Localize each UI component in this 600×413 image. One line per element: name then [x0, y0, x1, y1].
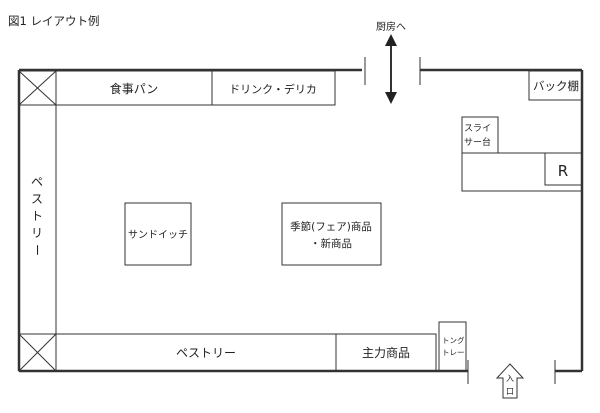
island-sandwich — [124, 202, 192, 266]
label-slicer-line1: スライ — [464, 123, 491, 134]
label-entrance-top: 入 — [506, 374, 514, 383]
label-pastry-bottom: ペストリー — [176, 346, 236, 360]
corner-x-line — [18, 333, 57, 372]
label-kitchen: 厨房へ — [376, 20, 406, 33]
label-pastry-side: ペストリー — [30, 175, 44, 256]
back-shelf — [528, 70, 583, 101]
label-tong-tray-line1: トング — [442, 335, 465, 345]
label-seasonal-line1: 季節(フェア)商品 — [290, 220, 372, 233]
label-back-shelf: バック棚 — [533, 79, 579, 93]
label-sandwich: サンドイッチ — [128, 229, 188, 241]
shelf-drinks-deli — [211, 70, 336, 106]
entrance-arrow-icon — [495, 363, 525, 399]
label-pastry-side-char: ス — [31, 192, 43, 206]
shelf-main-products — [335, 333, 437, 372]
label-seasonal-line2: ・新商品 — [310, 237, 352, 250]
register-box — [544, 152, 583, 186]
label-pastry-side-char: リ — [31, 226, 43, 240]
figure-caption: 図1 レイアウト例 — [8, 14, 99, 28]
kitchen-arrow-up-icon — [385, 34, 397, 46]
label-tong-tray-line2: トレー — [442, 348, 465, 357]
label-register: R — [558, 162, 568, 180]
label-pastry-side-char: ト — [31, 209, 43, 223]
label-pastry-side-char: ー — [30, 244, 44, 256]
label-pastry-side-char: ペ — [31, 175, 43, 189]
shelf-pastry-side — [18, 104, 57, 335]
corner-x-line — [18, 70, 57, 106]
island-seasonal — [281, 202, 382, 266]
shelf-tong-tray — [438, 321, 467, 372]
kitchen-arrow-down-icon — [385, 92, 397, 104]
label-bread: 食事パン — [110, 81, 159, 96]
label-main-products: 主力商品 — [362, 345, 410, 360]
label-drinks-deli: ドリンク・デリカ — [229, 82, 317, 96]
label-slicer-line2: サー台 — [464, 136, 491, 148]
label-entrance-bottom: 口 — [506, 387, 514, 396]
